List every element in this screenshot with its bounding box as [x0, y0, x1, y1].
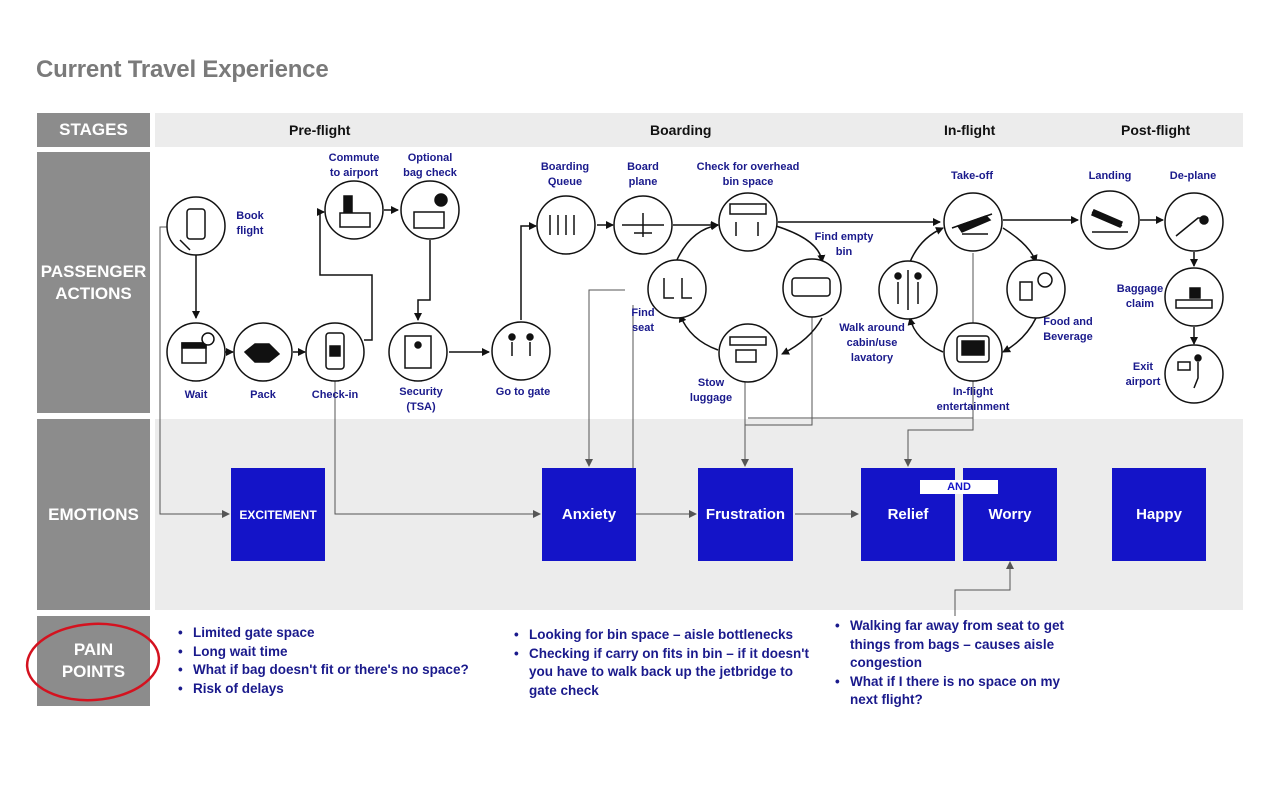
label-landing: Landing — [1088, 170, 1132, 182]
label-check-in: Check-in — [311, 389, 359, 401]
find-seat-icon — [647, 259, 707, 319]
label-board-plane: Board plane — [627, 161, 659, 188]
label-check-overhead: Check for overhead bin space — [696, 161, 800, 188]
label-book-flight: Book flight — [236, 210, 264, 237]
food-beverage-icon — [1006, 259, 1066, 319]
row-label-stages: STAGES — [37, 113, 150, 147]
label-inflight-entertainment: In-flight entertainment — [936, 386, 1010, 413]
pack-suitcase-icon — [233, 322, 293, 382]
pain-point-item: Risk of delays — [177, 680, 497, 699]
label-food-beverage: Food and Beverage — [1043, 316, 1093, 343]
row-label-passenger-actions: PASSENGER ACTIONS — [37, 152, 150, 413]
go-to-gate-icon — [491, 321, 551, 381]
pain-points-boarding: Looking for bin space – aisle bottleneck… — [513, 626, 813, 700]
label-go-to-gate: Go to gate — [495, 386, 551, 398]
pain-point-item: Long wait time — [177, 643, 497, 662]
entertainment-screen-icon — [943, 322, 1003, 382]
exit-airport-icon — [1164, 344, 1224, 404]
pain-point-item: Checking if carry on fits in bin – if it… — [513, 645, 813, 701]
label-commute: Commute to airport — [328, 152, 380, 179]
row-label-emotions: EMOTIONS — [37, 419, 150, 610]
pain-points-inflight: Walking far away from seat to get things… — [834, 617, 1084, 710]
label-wait: Wait — [184, 389, 208, 401]
book-flight-icon — [166, 196, 226, 256]
action-nodes — [166, 180, 1224, 404]
page-title: Current Travel Experience — [36, 56, 329, 83]
pain-points-preflight: Limited gate space Long wait time What i… — [177, 624, 497, 698]
emotion-anxiety: Anxiety — [542, 468, 636, 561]
stages-band — [155, 113, 1243, 147]
stage-postflight: Post-flight — [1121, 122, 1191, 138]
stage-inflight: In-flight — [944, 122, 996, 138]
pain-point-item: What if I there is no space on my next f… — [834, 673, 1084, 710]
baggage-claim-icon — [1164, 267, 1224, 327]
landing-icon — [1080, 190, 1140, 250]
boarding-queue-icon — [536, 195, 596, 255]
pain-point-item: Limited gate space — [177, 624, 497, 643]
de-plane-escalator-icon — [1164, 192, 1224, 252]
airplane-icon — [613, 195, 673, 255]
label-baggage-claim: Baggage claim — [1116, 283, 1164, 310]
label-find-seat: Find seat — [631, 307, 655, 334]
restroom-icon — [878, 260, 938, 320]
emotion-and-tag: AND — [920, 480, 998, 494]
label-security: Security (TSA) — [399, 386, 443, 413]
flow-arrows — [192, 206, 1198, 356]
stow-luggage-icon — [718, 323, 778, 383]
calendar-icon — [166, 322, 226, 382]
pain-point-item: Walking far away from seat to get things… — [834, 617, 1084, 673]
airport-tower-icon — [324, 180, 384, 240]
emotion-excitement: EXCITEMENT — [231, 468, 325, 561]
empty-bin-icon — [782, 258, 842, 318]
label-walk-around: Walk around cabin/use lavatory — [839, 322, 905, 364]
stage-boarding: Boarding — [650, 122, 712, 138]
label-boarding-queue: Boarding Queue — [540, 161, 590, 188]
pain-points-highlight — [25, 622, 161, 702]
pain-point-item: Looking for bin space – aisle bottleneck… — [513, 626, 813, 645]
label-de-plane: De-plane — [1169, 170, 1217, 182]
label-find-empty-bin: Find empty bin — [814, 231, 874, 258]
security-scanner-icon — [388, 322, 448, 382]
pain-point-item: What if bag doesn't fit or there's no sp… — [177, 661, 497, 680]
stage-preflight: Pre-flight — [289, 122, 351, 138]
take-off-icon — [943, 192, 1003, 252]
label-stow-luggage: Stow luggage — [689, 377, 733, 404]
overhead-bin-icon — [718, 192, 778, 252]
emotion-frustration: Frustration — [698, 468, 793, 561]
check-in-phone-icon — [305, 322, 365, 382]
label-exit-airport: Exit airport — [1125, 361, 1161, 388]
label-optional-bag-check: Optional bag check — [403, 152, 457, 179]
emotion-happy: Happy — [1112, 468, 1206, 561]
label-pack: Pack — [250, 389, 276, 401]
bag-check-icon — [400, 180, 460, 240]
label-take-off: Take-off — [951, 170, 993, 182]
